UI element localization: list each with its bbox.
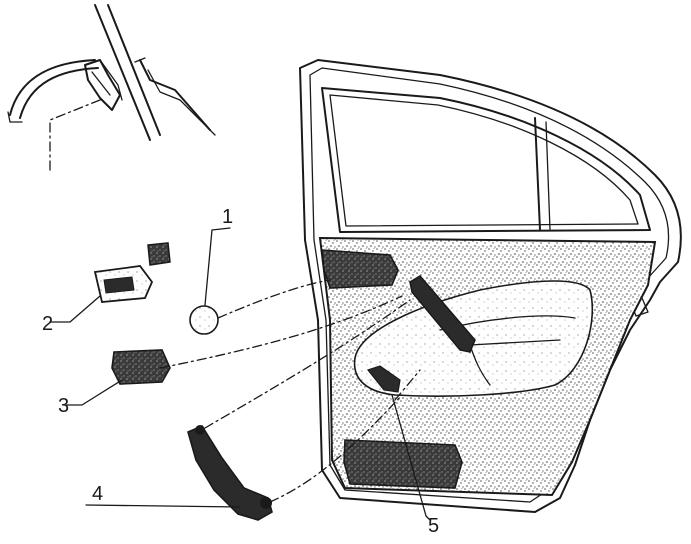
- assembly-lines: [159, 279, 421, 503]
- callout-4: 4: [92, 483, 103, 505]
- callout-2: 2: [42, 313, 53, 335]
- door-grip: [409, 275, 476, 353]
- callout-labels: 1 2 3 4 5: [42, 206, 439, 537]
- part-1-plug: [189, 305, 219, 335]
- callout-1: 1: [222, 206, 233, 228]
- inset-detail: [7, 4, 216, 171]
- callout-leaders: [49, 227, 431, 521]
- part-4-handle: [187, 424, 273, 521]
- part-3-pad: [111, 349, 171, 385]
- loose-parts: [93, 242, 273, 521]
- door-assembly: [299, 59, 682, 513]
- callout-5: 5: [428, 515, 439, 537]
- small-clip-part: [147, 242, 171, 266]
- callout-3: 3: [58, 395, 69, 417]
- map-pocket: [343, 439, 463, 489]
